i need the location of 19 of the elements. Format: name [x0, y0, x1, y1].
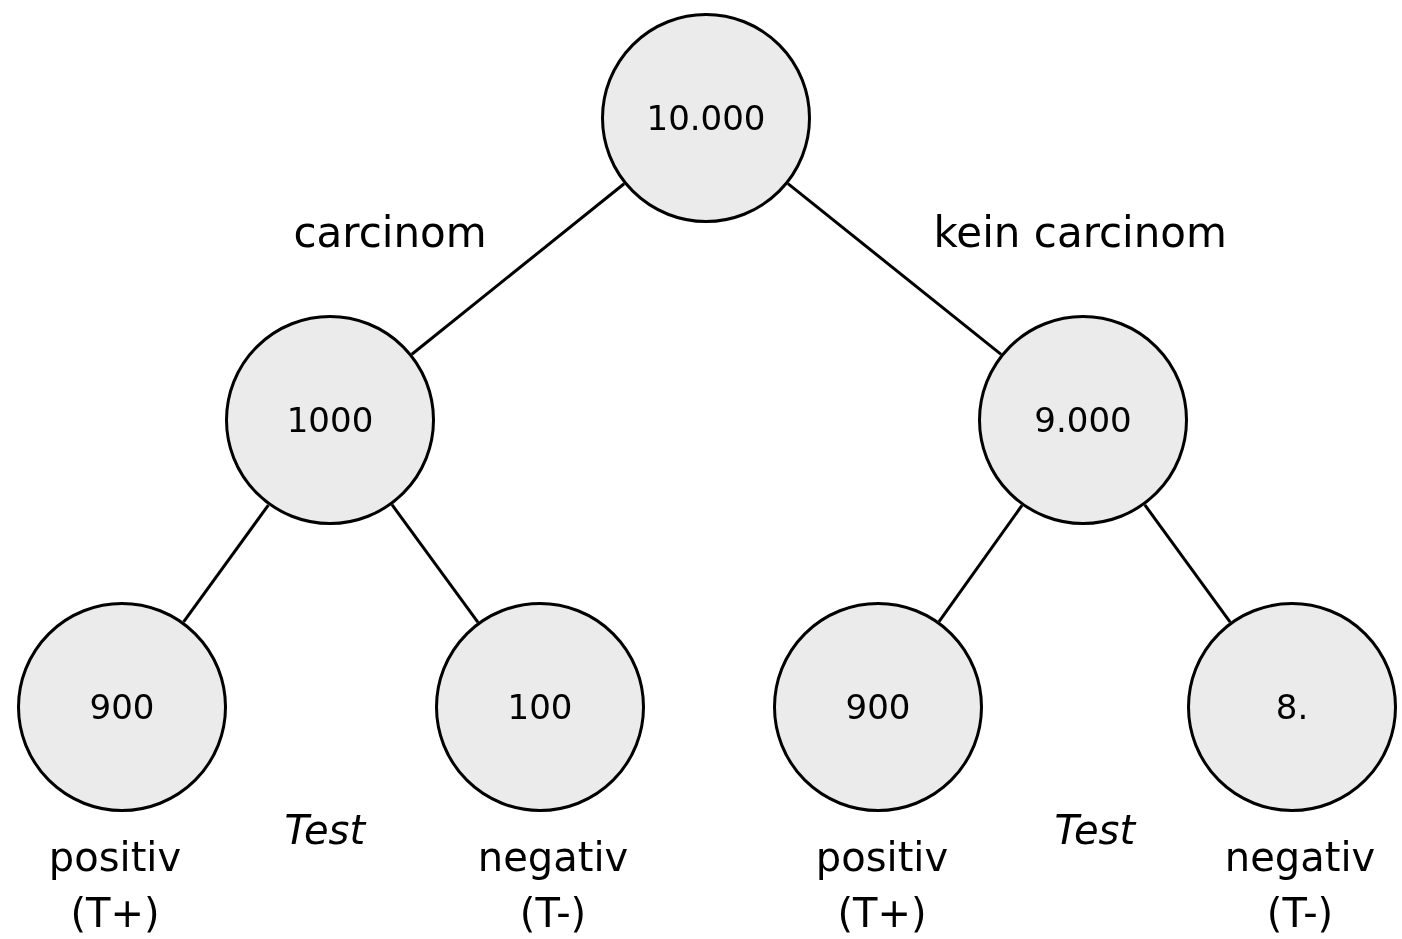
test-result-label: positiv (T+)	[47, 833, 183, 938]
connector-line	[1143, 504, 1232, 623]
connector-line	[410, 182, 626, 356]
node-value: 10.000	[646, 98, 766, 138]
test-label: Test	[1054, 807, 1136, 853]
test-label: Test	[284, 807, 366, 853]
node-value: 900	[845, 687, 911, 727]
test-result-label: negativ (T-)	[476, 833, 630, 938]
connector-line	[390, 503, 480, 624]
test-result-label: positiv (T+)	[814, 833, 950, 938]
connector-line	[937, 504, 1024, 623]
node-value: 8.	[1275, 687, 1309, 727]
node-value: 100	[507, 687, 573, 727]
connector-line	[182, 504, 270, 623]
node-value: 9.000	[1034, 400, 1132, 440]
node-value: 1000	[286, 400, 374, 440]
connector-line	[787, 182, 1002, 356]
test-result-label: negativ (T-)	[1223, 833, 1377, 938]
node-value: 900	[89, 687, 155, 727]
